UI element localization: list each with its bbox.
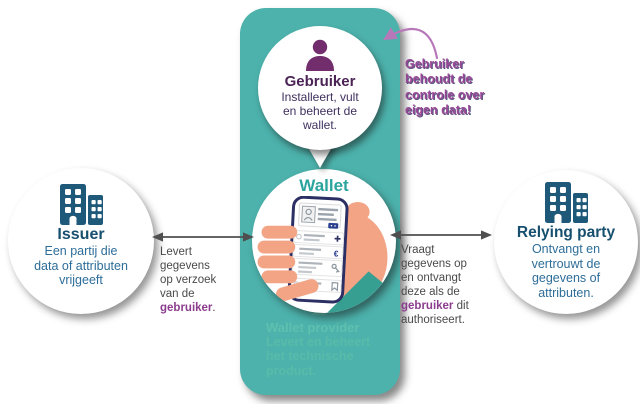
annotation-text: Gebruiker behoudt de controle over eigen… — [405, 57, 485, 117]
curved-arrow-icon — [383, 27, 439, 60]
wallet-provider-block: Wallet provider Levert en beheert het te… — [266, 306, 384, 378]
buildings-icon — [60, 184, 103, 225]
wallet-provider-title: Wallet provider — [266, 320, 360, 335]
person-icon — [306, 39, 334, 71]
issuer-title: Issuer — [57, 226, 105, 243]
gebruiker-title: Gebruiker — [284, 73, 356, 90]
hand-holding-phone-illustration: € — [257, 196, 391, 313]
relying-party-circle: Relying party Ontvangt en vertrouwt de g… — [494, 170, 638, 314]
double-headed-arrow-icon — [152, 232, 254, 242]
issuer-circle: Issuer Een partij die data of attributen… — [8, 168, 154, 314]
gebruiker-highlight: gebruiker — [401, 300, 454, 313]
double-headed-arrow-icon — [390, 230, 492, 240]
svg-text:€: € — [334, 248, 340, 258]
relying-party-body: Ontvangt en vertrouwt de gegevens of att… — [531, 242, 601, 300]
issuer-wallet-flow-text: Levert gegevens op verzoek van de gebrui… — [160, 246, 217, 315]
gebruiker-body: Installeert, vult en beheert de wallet. — [281, 90, 359, 133]
buildings-icon — [545, 182, 588, 223]
issuer-body: Een partij die data of attributen vrijge… — [34, 244, 128, 287]
wallet-provider-body: Levert en beheert het technische product… — [266, 335, 371, 378]
wallet-circle: Wallet — [252, 169, 396, 313]
gebruiker-bubble: Gebruiker Installeert, vult en beheert d… — [258, 26, 382, 150]
relying-party-title: Relying party — [516, 224, 616, 241]
wallet-title: Wallet — [299, 176, 349, 195]
wallet-relying-flow-text: Vraagt gegevens op en ontvangt deze als … — [401, 244, 469, 327]
gebruiker-highlight: gebruiker — [160, 302, 213, 315]
